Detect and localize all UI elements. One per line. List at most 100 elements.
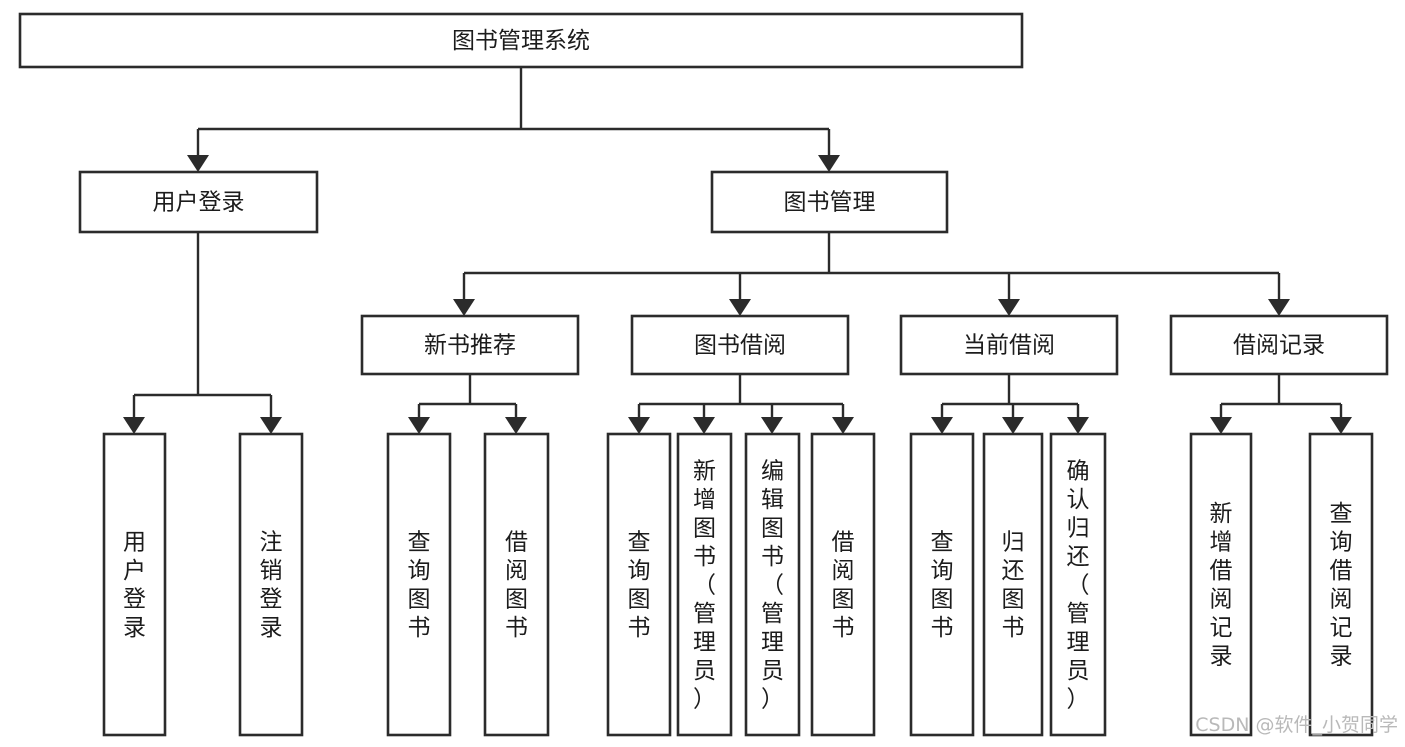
node-label-char-leaf-return-book-1: 还: [1002, 558, 1025, 584]
node-label-char-leaf-confirm-return-admin-3: 还: [1067, 544, 1090, 570]
node-label-char-leaf-edit-book-admin-6: 理: [761, 629, 784, 655]
node-label-char-leaf-user-login-1: 户: [123, 558, 146, 584]
node-label-char-leaf-edit-book-admin-4: （: [761, 572, 784, 598]
node-label-char-leaf-confirm-return-admin-8: ）: [1067, 686, 1090, 712]
node-box-book-manage[interactable]: [710, 170, 949, 234]
arrow-head-current_borrow_to_leaves-2: [1067, 417, 1089, 434]
arrow-head-borrow_record_to_leaves-1: [1330, 417, 1352, 434]
node-box-leaf-add-book-admin[interactable]: [676, 432, 733, 737]
arrow-head-new_book_to_leaves-0: [408, 417, 430, 434]
node-box-leaf-add-borrow-record[interactable]: [1189, 432, 1253, 737]
node-label-char-leaf-edit-book-admin-3: 书: [761, 544, 784, 570]
node-label-char-leaf-edit-book-admin-5: 管: [761, 601, 784, 627]
connector-group-current_borrow_to_leaves: [931, 374, 1089, 434]
connector-group-level2_to_level3: [453, 232, 1290, 316]
node-book-manage[interactable]: 图书管理: [710, 170, 949, 234]
node-box-book-borrow[interactable]: [630, 314, 850, 376]
node-label-char-leaf-confirm-return-admin-4: （: [1067, 572, 1090, 598]
node-label-char-leaf-user-login-0: 用: [123, 530, 146, 556]
node-root[interactable]: 图书管理系统: [18, 12, 1024, 69]
node-box-leaf-return-book[interactable]: [982, 432, 1044, 737]
node-book-borrow[interactable]: 图书借阅: [630, 314, 850, 376]
node-label-char-leaf-query-book-2-3: 书: [628, 615, 651, 641]
node-label-char-leaf-query-book-3-2: 图: [931, 587, 954, 613]
arrow-head-user_login_to_leaves-1: [260, 417, 282, 434]
node-borrow-record[interactable]: 借阅记录: [1169, 314, 1389, 376]
node-box-leaf-edit-book-admin[interactable]: [744, 432, 801, 737]
node-label-char-leaf-confirm-return-admin-1: 认: [1067, 487, 1090, 513]
node-box-leaf-borrow-book-1[interactable]: [483, 432, 550, 737]
node-box-root[interactable]: [18, 12, 1024, 69]
node-box-new-book-recommend[interactable]: [360, 314, 580, 376]
node-label-char-leaf-add-book-admin-2: 图: [693, 515, 716, 541]
node-box-user-login[interactable]: [78, 170, 319, 234]
node-label-char-leaf-query-borrow-record-1: 询: [1330, 530, 1353, 556]
node-label-char-leaf-logout-login-2: 登: [260, 587, 283, 613]
node-label-char-leaf-query-borrow-record-4: 记: [1330, 615, 1353, 641]
node-label-char-leaf-user-login-3: 录: [123, 615, 146, 641]
node-label-char-leaf-query-book-3-3: 书: [931, 615, 954, 641]
node-label-book-borrow: 图书借阅: [694, 333, 786, 359]
node-label-char-leaf-add-book-admin-8: ）: [693, 686, 716, 712]
node-label-char-leaf-borrow-book-1-1: 阅: [505, 558, 528, 584]
node-label-char-leaf-edit-book-admin-0: 编: [761, 458, 784, 484]
node-label-char-leaf-query-borrow-record-2: 借: [1330, 558, 1353, 584]
node-label-char-leaf-add-book-admin-4: （: [693, 572, 716, 598]
connector-group-root_to_level2: [187, 67, 840, 172]
node-current-borrow[interactable]: 当前借阅: [899, 314, 1119, 376]
arrow-head-current_borrow_to_leaves-1: [1002, 417, 1024, 434]
node-label-char-leaf-query-book-1-1: 询: [408, 558, 431, 584]
node-label-char-leaf-confirm-return-admin-5: 管: [1067, 601, 1090, 627]
node-box-leaf-user-login[interactable]: [102, 432, 167, 737]
node-box-borrow-record[interactable]: [1169, 314, 1389, 376]
node-label-char-leaf-query-book-3-0: 查: [931, 530, 954, 556]
node-label-char-leaf-query-book-1-3: 书: [408, 615, 431, 641]
node-label-char-leaf-user-login-2: 登: [123, 587, 146, 613]
node-label-char-leaf-edit-book-admin-2: 图: [761, 515, 784, 541]
node-label-char-leaf-add-book-admin-6: 理: [693, 629, 716, 655]
node-label-char-leaf-return-book-0: 归: [1002, 530, 1025, 556]
node-label-char-leaf-logout-login-0: 注: [260, 530, 283, 556]
node-box-leaf-query-book-2[interactable]: [606, 432, 672, 737]
node-label-char-leaf-edit-book-admin-1: 辑: [761, 487, 784, 513]
watermark-layer: CSDN @软件_小贺同学: [1195, 714, 1398, 736]
node-label-char-leaf-confirm-return-admin-0: 确: [1067, 458, 1090, 484]
node-box-leaf-query-book-1[interactable]: [386, 432, 452, 737]
node-new-book-recommend[interactable]: 新书推荐: [360, 314, 580, 376]
node-box-leaf-confirm-return-admin[interactable]: [1049, 432, 1107, 737]
node-box-leaf-borrow-book-2[interactable]: [810, 432, 876, 737]
node-box-leaf-query-borrow-record[interactable]: [1308, 432, 1374, 737]
node-box-current-borrow[interactable]: [899, 314, 1119, 376]
node-label-char-leaf-edit-book-admin-7: 员: [761, 658, 784, 684]
watermark-label: CSDN @软件_小贺同学: [1195, 714, 1398, 736]
node-label-char-leaf-query-book-2-1: 询: [628, 558, 651, 584]
arrow-head-book_borrow_to_leaves-3: [832, 417, 854, 434]
node-user-login[interactable]: 用户登录: [78, 170, 319, 234]
node-leaf-user-login[interactable]: 用户登录: [102, 432, 167, 737]
node-label-char-leaf-query-book-2-0: 查: [628, 530, 651, 556]
node-box-leaf-query-book-3[interactable]: [909, 432, 975, 737]
node-label-char-leaf-add-book-admin-3: 书: [693, 544, 716, 570]
node-label-char-leaf-query-borrow-record-0: 查: [1330, 501, 1353, 527]
node-box-leaf-logout-login[interactable]: [238, 432, 304, 737]
node-label-char-leaf-query-book-1-2: 图: [408, 587, 431, 613]
node-label-char-leaf-add-borrow-record-4: 记: [1210, 615, 1233, 641]
node-label-char-leaf-borrow-book-2-2: 图: [832, 587, 855, 613]
node-label-char-leaf-query-borrow-record-3: 阅: [1330, 587, 1353, 613]
node-label-char-leaf-add-borrow-record-0: 新: [1210, 501, 1233, 527]
connector-group-new_book_to_leaves: [408, 374, 527, 434]
node-label-char-leaf-add-book-admin-0: 新: [693, 458, 716, 484]
